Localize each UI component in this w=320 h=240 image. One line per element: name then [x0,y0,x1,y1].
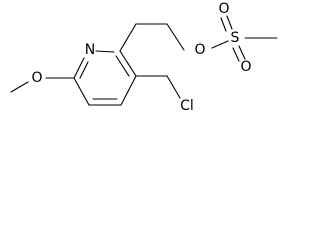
bond-c2-c3 [119,50,137,77]
bond-c6-n-double [79,61,89,79]
atom-label-cl: Cl [180,98,194,114]
atom-label-s: S [231,30,240,46]
bond-o-s [211,40,229,49]
bond-c2-c3-double [115,55,130,77]
bond-s-o-top-a [220,17,227,32]
bond-n-c2 [95,50,115,53]
bond-c2-ch2 [119,23,137,52]
atom-label-n: N [85,42,95,58]
bond-c3-c4 [120,75,137,106]
atom-label-o-methoxy: O [31,70,42,86]
atom-label-o-ester: O [194,42,205,58]
atom-label-o-sulfonyl-bottom: O [240,59,251,75]
bond-ch2-o [166,23,185,51]
atom-label-o-sulfonyl-top: O [218,1,229,17]
bond-ch2-cl [166,75,181,99]
bond-s-o-bottom-b [238,45,246,60]
bond-s-o-bottom-a [232,47,240,62]
bond-s-o-top-b [226,15,233,30]
chemical-structure-diagram: N O O S O O Cl [10,1,278,114]
bond-o-ch3 [10,81,29,93]
bond-c6-n [73,57,85,79]
bond-c5-c6 [73,77,90,106]
